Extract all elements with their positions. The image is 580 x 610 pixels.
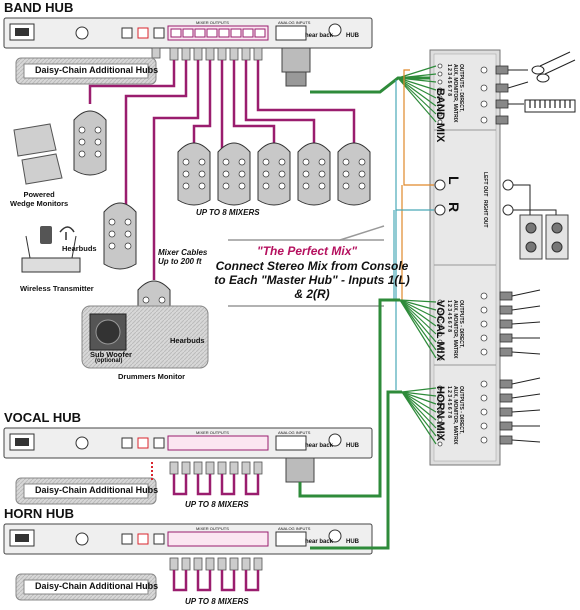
left-out-label: LEFT OUT [482,172,488,197]
wireless-transmitter-label: Wireless Transmitter [20,284,94,293]
horn-analog-inputs-label: ANALOG INPUTS [278,526,311,531]
wireless-transmitter-icon [21,226,81,273]
horn-up-to-mixers: UP TO 8 MIXERS [185,597,249,606]
vocal-daisy-chain-label: Daisy-Chain Additional Hubs [35,485,159,495]
vocal-aux-line: AUX, MONITOR, MATRIX [452,300,458,359]
right-out-label: RIGHT OUT [482,200,488,228]
drummers-monitor-label: Drummers Monitor [118,372,186,381]
horn-daisy-chain-label: Daisy-Chain Additional Hubs [35,581,159,591]
xlr-connectors [495,65,513,445]
left-channel-label: L [446,176,462,185]
horn-hub-brand: hear back [305,539,334,545]
mic-cables [507,69,557,443]
stereo-feed-orange [401,69,434,300]
horn-channel-numbers: 1 2 3 4 5 6 7 8 [446,386,452,418]
callout-text: Connect Stereo Mix from Console to Each … [214,259,410,301]
callout-quote: "The Perfect Mix" [257,244,358,258]
vocal-analog-inputs-label: ANALOG INPUTS [278,430,311,435]
vocal-hub-unit [3,427,373,459]
band-channel-numbers: 1 2 3 4 5 6 7 8 [446,64,452,96]
sub-woofer-label: Sub Woofer [90,350,132,359]
band-hub-title: BAND HUB [4,0,74,15]
horn-hub-plugs [169,557,263,571]
horn-outputs-line: OUTPUTS - DIRECT, [458,386,464,434]
vocal-hub-plugs [169,461,263,475]
vocal-mixer-cable-stubs [172,474,260,496]
wedge-monitor-icon [13,123,63,185]
band-hub-multipin [281,47,311,87]
band-outputs-line: OUTPUTS - DIRECT, [458,64,464,112]
band-daisy-chain [15,57,157,85]
band-hub-plugs [151,47,263,61]
horn-fan-wires [401,387,437,445]
horn-hub-title: HORN HUB [4,506,75,521]
band-daisy-chain-label: Daisy-Chain Additional Hubs [35,65,159,75]
drummers-monitor-box [81,305,209,369]
vocal-mix-jacks [437,292,488,361]
band-mix-label: BAND MIX [434,88,446,143]
vocal-mixer-outputs-label: MIXER OUTPUTS [196,430,229,435]
stereo-feed-cyan [393,80,434,390]
callout-box [228,225,385,307]
right-channel-label: R [446,202,462,213]
guitar-icon [531,51,576,83]
horn-mixer-cable-stubs [172,570,260,592]
band-mixer-cables [88,60,356,280]
horn-aux-line: AUX, MONITOR, MATRIX [452,386,458,445]
vocal-hub-brand: hear back [305,443,334,449]
band-hub-mixer-ports [170,28,266,38]
band-hub-brand: hear back [305,33,334,39]
keyboard-icon [524,99,576,113]
vocal-outputs-line: OUTPUTS - DIRECT, [458,300,464,348]
speaker-icon [519,214,569,260]
horn-daisy-chain [15,573,157,601]
powered-wedge-label: Powered Wedge Monitors [10,190,69,208]
band-up-to-mixers: UP TO 8 MIXERS [196,208,260,217]
vocal-green-cable [298,298,400,498]
band-aux-line: AUX, MONITOR, MATRIX [452,64,458,123]
horn-mix-jacks [437,380,488,447]
band-hub-word: HUB [346,33,359,39]
vocal-mix-label: VOCAL MIX [434,300,446,361]
sub-woofer-optional-label: (optional) [95,358,123,364]
vocal-up-to-mixers: UP TO 8 MIXERS [185,500,249,509]
vocal-channel-numbers: 1 2 3 4 5 6 7 8 [446,300,452,332]
vocal-hub-multipin [285,457,315,483]
horn-hub-unit [3,523,373,555]
hearbuds-label-2: Hearbuds [170,336,205,345]
vocal-daisy-chain [15,462,157,505]
mixer-cables-label: Mixer Cables Up to 200 ft [158,248,208,266]
band-green-cable [310,76,430,94]
vocal-hub-word: HUB [346,443,359,449]
band-mixer-outputs-label: MIXER OUTPUTS [196,20,229,25]
vocal-fan-wires [399,299,437,359]
hearbuds-label-1: Hearbuds [62,244,97,253]
horn-hub-word: HUB [346,539,359,545]
band-analog-inputs-label: ANALOG INPUTS [278,20,311,25]
horn-mix-label: HORN MIX [434,386,446,441]
horn-green-cable [310,390,402,550]
band-mix-jacks [437,63,488,125]
vocal-hub-title: VOCAL HUB [4,410,82,425]
horn-mixer-outputs-label: MIXER OUTPUTS [196,526,229,531]
